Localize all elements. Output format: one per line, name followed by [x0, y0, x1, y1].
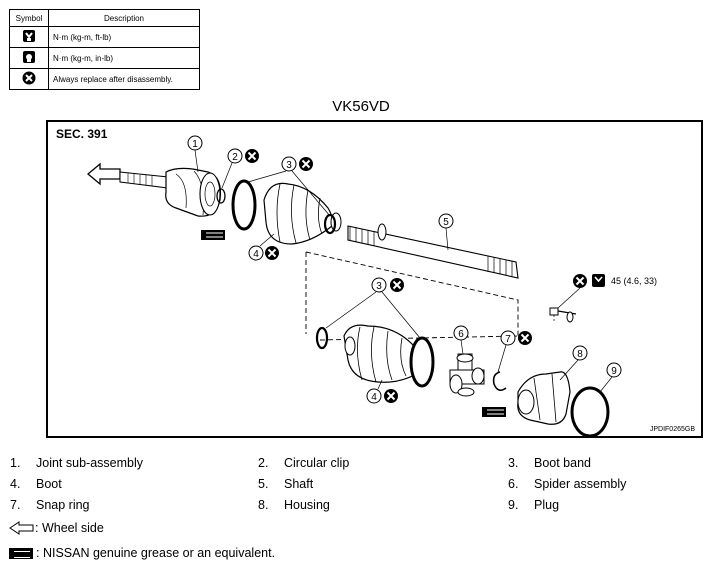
figure-code: JPDIF0265GB — [649, 426, 695, 433]
legend-header-description: Description — [48, 9, 200, 27]
always-replace-icon — [244, 148, 260, 164]
snap-ring — [492, 371, 507, 392]
svg-text:9: 9 — [611, 366, 617, 377]
legend-row-text: N·m (kg-m, in-lb) — [48, 47, 200, 69]
joint-stub-shaft — [119, 171, 169, 189]
part-item: 3.Boot band — [508, 456, 591, 470]
part-item: 7.Snap ring — [10, 498, 90, 512]
boot-band-small — [323, 213, 337, 235]
part-item: 2.Circular clip — [258, 456, 350, 470]
grease-note: : NISSAN genuine grease or an equivalent… — [9, 546, 275, 560]
always-replace-icon — [517, 330, 533, 346]
svg-text:4: 4 — [371, 392, 377, 403]
always-replace-icon — [298, 156, 314, 172]
legend-row-text: N·m (kg-m, ft-lb) — [48, 26, 200, 48]
shaft — [347, 225, 519, 279]
wheel-side-note: : Wheel side — [9, 521, 104, 535]
callout: 4 — [366, 379, 399, 404]
part-item: 8.Housing — [258, 498, 330, 512]
svg-text:6: 6 — [458, 329, 464, 340]
boot-lower — [343, 324, 422, 383]
callout: 5 — [438, 213, 454, 251]
section-label: SEC. 391 — [56, 127, 108, 141]
callout: 9 — [599, 362, 622, 393]
svg-text:4: 4 — [253, 249, 259, 260]
exploded-view-diagram: 1 2 3 4 5 3 6 7 4 8 9 SEC. 391 45 (4.6, … — [46, 120, 703, 438]
torque-wrench-nm-icon — [9, 26, 49, 48]
part-item: 1.Joint sub-assembly — [10, 456, 143, 470]
engine-label: VK56VD — [332, 98, 390, 115]
always-replace-icon — [383, 388, 399, 404]
svg-text:1: 1 — [192, 139, 198, 150]
circular-clip — [216, 188, 226, 204]
spider-assembly — [449, 353, 485, 397]
part-item: 9.Plug — [508, 498, 560, 512]
boot-band-large — [231, 179, 257, 231]
callout: 8 — [559, 345, 588, 381]
torque-wrench-nm-icon — [592, 274, 605, 287]
callout: 6 — [453, 325, 469, 355]
housing-bolt — [549, 307, 577, 323]
callout: 3 — [247, 156, 331, 217]
torque-value: 45 (4.6, 33) — [611, 276, 658, 286]
always-replace-icon — [572, 273, 588, 289]
svg-text:2: 2 — [232, 152, 238, 163]
plug — [570, 386, 610, 436]
part-item: 6.Spider assembly — [508, 477, 627, 491]
part-item: 4.Boot — [10, 477, 62, 491]
svg-text:3: 3 — [376, 281, 382, 292]
grease-icon — [481, 406, 507, 418]
boot-band-large-lower — [409, 336, 435, 388]
callout: 1 — [187, 135, 203, 173]
legend-row-text: Always replace after disassembly. — [48, 68, 200, 90]
boot-band-small-lower — [315, 326, 329, 350]
wheel-side-arrow-icon — [86, 162, 121, 186]
svg-text:7: 7 — [505, 334, 511, 345]
callout: 7 — [497, 330, 533, 373]
grease-icon — [9, 547, 33, 559]
legend-header-symbol: Symbol — [9, 9, 49, 27]
svg-text:5: 5 — [443, 217, 449, 228]
grease-icon — [200, 229, 226, 241]
torque-wrench-inlb-icon — [9, 47, 49, 69]
drive-shaft-drawing: 1 2 3 4 5 3 6 7 4 8 9 — [86, 135, 622, 436]
callout: 2 — [221, 148, 260, 189]
symbol-legend-table: Symbol Description N·m (kg-m, ft-lb) N·m… — [9, 9, 200, 90]
part-item: 5.Shaft — [258, 477, 314, 491]
svg-text:3: 3 — [286, 160, 292, 171]
always-replace-icon — [9, 68, 49, 90]
wheel-side-arrow-icon — [9, 521, 34, 535]
boot-upper — [263, 182, 334, 245]
callout: 3 — [325, 277, 421, 339]
always-replace-icon — [264, 245, 280, 261]
callout: 4 — [248, 233, 280, 261]
svg-text:8: 8 — [577, 349, 583, 360]
always-replace-icon — [389, 277, 405, 293]
